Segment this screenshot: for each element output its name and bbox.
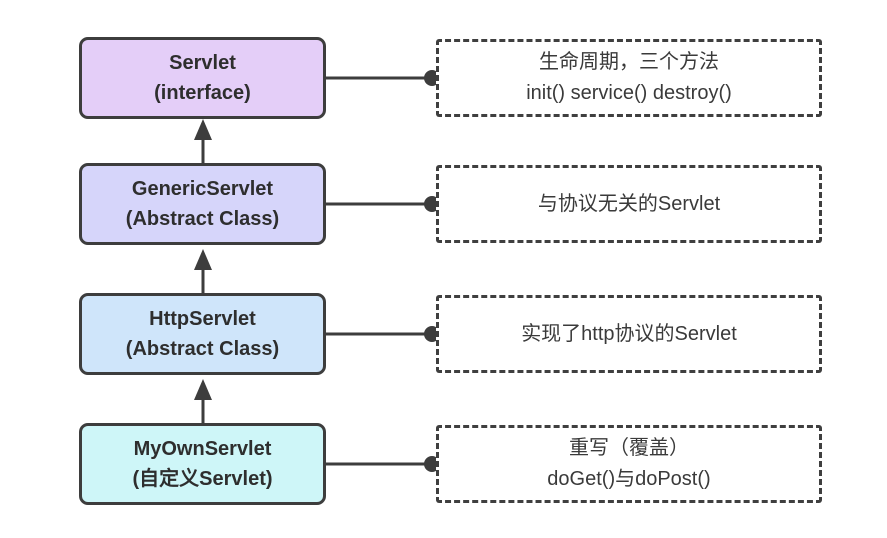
class-box-httpservlet: HttpServlet (Abstract Class) <box>79 293 326 375</box>
arrow-head-icon <box>194 119 212 140</box>
note-text-line: 生命周期，三个方法 <box>539 51 719 73</box>
arrow-head-icon <box>194 379 212 400</box>
class-name: MyOwnServlet <box>133 438 272 460</box>
note-text-line: doGet()与doPost() <box>547 468 711 490</box>
inheritance-arrow-myown-to-http <box>194 379 212 423</box>
note-text-line: 实现了http协议的Servlet <box>521 322 737 345</box>
inheritance-arrow-generic-to-servlet <box>194 119 212 163</box>
note-connector-http <box>326 326 440 342</box>
class-box-myownservlet: MyOwnServlet (自定义Servlet) <box>79 423 326 505</box>
class-kind: (interface) <box>154 82 251 104</box>
class-name: GenericServlet <box>131 178 274 200</box>
arrow-head-icon <box>194 249 212 270</box>
class-kind: (Abstract Class) <box>125 208 280 230</box>
class-box-genericservlet: GenericServlet (Abstract Class) <box>79 163 326 245</box>
note-box-lifecycle: 生命周期，三个方法 init() service() destroy() <box>436 39 822 117</box>
note-text-line: init() service() destroy() <box>526 82 732 104</box>
note-box-protocol-independent: 与协议无关的Servlet <box>436 165 822 243</box>
note-connector-myown <box>326 456 440 472</box>
note-text-line: 重写（覆盖） <box>569 437 689 459</box>
note-connector-generic <box>326 196 440 212</box>
class-kind: (自定义Servlet) <box>132 468 273 490</box>
note-connector-servlet <box>326 70 440 86</box>
inheritance-arrow-http-to-generic <box>194 249 212 293</box>
class-kind: (Abstract Class) <box>125 338 280 360</box>
note-box-http-protocol: 实现了http协议的Servlet <box>436 295 822 373</box>
class-box-servlet: Servlet (interface) <box>79 37 326 119</box>
class-name: Servlet <box>169 52 236 74</box>
class-name: HttpServlet <box>149 308 256 330</box>
note-box-override-methods: 重写（覆盖） doGet()与doPost() <box>436 425 822 503</box>
note-text-line: 与协议无关的Servlet <box>537 192 721 215</box>
